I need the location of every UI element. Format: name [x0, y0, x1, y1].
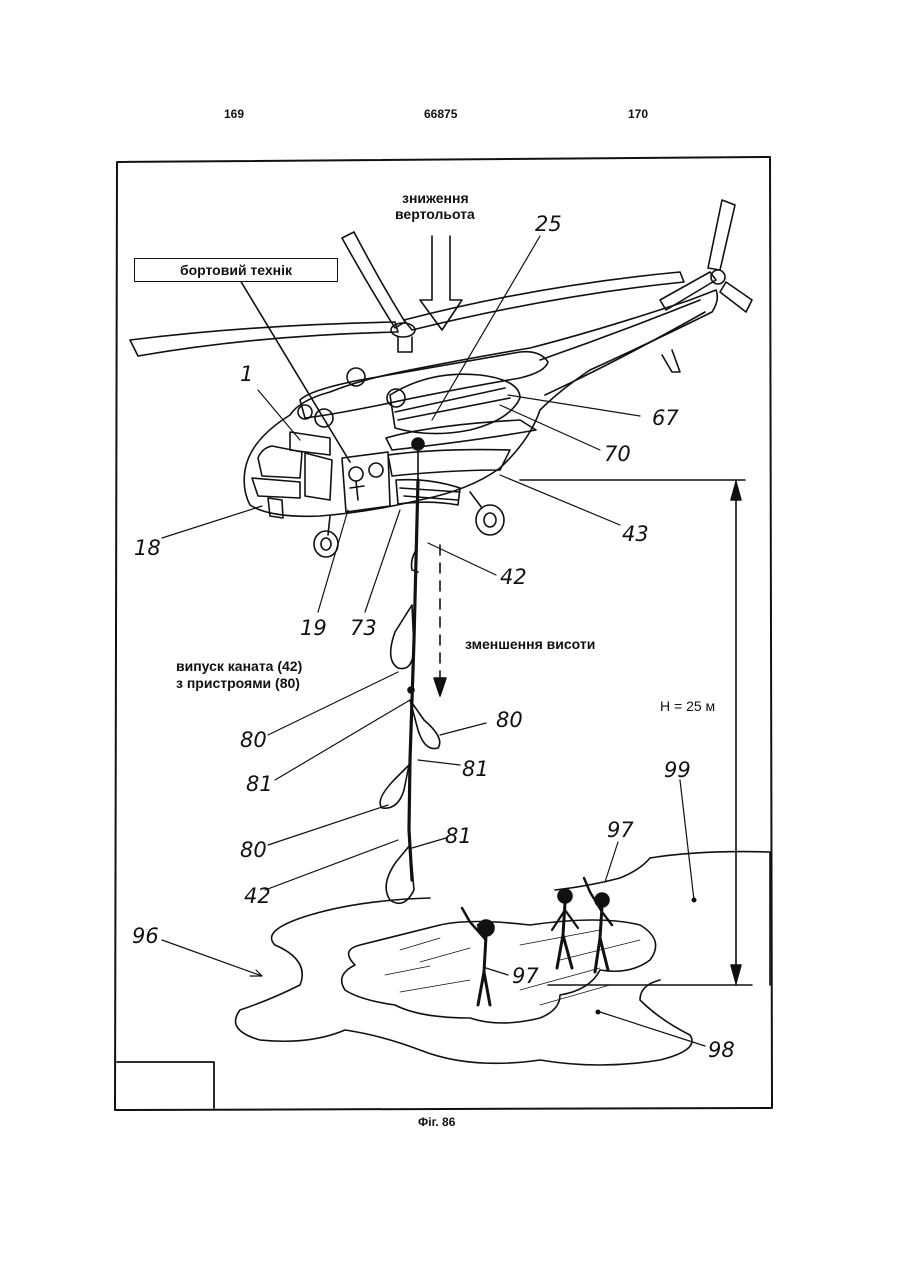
ref-18: 18	[134, 536, 161, 560]
rope-release-label-line2: з пристроями (80)	[176, 675, 300, 692]
tail-rotor	[660, 200, 752, 312]
ref-96: 96	[132, 924, 159, 948]
ref-97-bottom: 97	[512, 964, 539, 988]
terrain	[236, 852, 771, 1065]
descent-arrow	[420, 236, 462, 330]
ref-81-right-upper: 81	[462, 757, 489, 781]
ref-98: 98	[708, 1038, 735, 1062]
ref-80-left-lower: 80	[240, 838, 267, 862]
ref-80-right: 80	[496, 708, 523, 732]
altitude-arrow	[434, 545, 446, 696]
ref-1: 1	[240, 362, 253, 386]
ref-67: 67	[652, 406, 679, 430]
corner-box	[117, 1062, 214, 1108]
descent-label-line1: зниження	[402, 190, 469, 207]
ref-81-left: 81	[246, 772, 273, 796]
ref-43: 43	[622, 522, 649, 546]
figure-caption: Фіг. 86	[418, 1115, 455, 1129]
ref-99: 99	[664, 758, 691, 782]
ref-42-top: 42	[500, 565, 527, 589]
height-label: H = 25 м	[660, 698, 715, 715]
ref-73: 73	[350, 616, 377, 640]
ref-19: 19	[300, 616, 327, 640]
ref-80-left-upper: 80	[240, 728, 267, 752]
ref-42-bottom: 42	[244, 884, 271, 908]
ref-25: 25	[535, 212, 562, 236]
ref-81-right-lower: 81	[445, 824, 472, 848]
ref-97-top: 97	[607, 818, 634, 842]
rope-release-label-line1: випуск каната (42)	[176, 658, 302, 675]
leader-lines	[162, 236, 705, 1046]
helicopter-body	[244, 290, 717, 557]
height-dimension	[520, 480, 752, 985]
altitude-decrease-label: зменшення висоти	[465, 636, 595, 653]
onboard-technician-label: бортовий технік	[134, 258, 338, 282]
figure-frame	[115, 157, 772, 1110]
ref-70: 70	[604, 442, 631, 466]
descent-label-line2: вертольота	[395, 206, 475, 223]
